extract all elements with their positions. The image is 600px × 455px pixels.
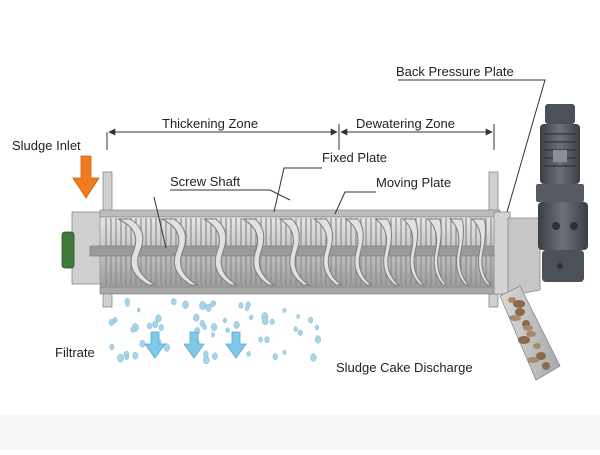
water-drop [272,353,278,361]
water-drop [132,351,139,360]
water-drop [203,355,210,365]
screw-flight [203,218,239,286]
screw-flight [117,218,156,286]
sludge-cake-chunk [526,331,536,337]
water-drop [244,305,250,312]
filtrate-arrow-1 [144,331,166,359]
water-drop [117,353,124,363]
water-drop [124,354,129,361]
water-drop [163,343,170,352]
water-drop [108,318,115,326]
sludge-inlet-arrow [72,155,100,199]
water-drop [297,329,303,336]
water-drop [261,316,269,326]
water-drop [139,340,146,348]
screw-flight [161,218,200,286]
sludge-cake-chunk [513,300,525,308]
filtrate-arrow-3 [225,331,247,359]
discharge-chute [499,285,561,381]
water-drop [210,300,215,308]
water-drop [233,320,240,329]
water-drop [269,318,275,325]
water-drop [249,314,254,321]
sludge-cake-chunk [536,352,546,360]
water-drop [130,326,136,333]
screw-flight [344,218,373,286]
water-drop [238,302,244,309]
sludge-cake-chunk [523,325,533,331]
sludge-cake-chunk [508,297,516,303]
water-drop [308,316,314,324]
inlet-flange [61,231,75,269]
fixed-plate-leader [273,167,322,213]
water-drop [222,317,227,324]
sludge-cake-discharge-label: Sludge Cake Discharge [336,360,473,375]
water-drop [211,352,218,360]
back-pressure-leader [398,79,546,213]
screw-flight [448,218,470,286]
screw-flight [242,218,276,286]
water-drop [310,353,317,362]
moving-plate-leader [334,191,376,215]
water-drop [158,324,164,331]
screw-shaft-label: Screw Shaft [170,174,240,189]
water-drop [314,324,320,331]
filtrate-arrow-2 [183,331,205,359]
water-drop [155,314,162,323]
screw-flight [374,218,401,286]
sludge-cake-chunk [509,315,521,321]
water-drop [125,301,130,307]
filtrate-drops [108,297,322,365]
water-drop [152,320,159,329]
filtrate-arrows [144,331,247,359]
water-drop [258,336,263,343]
sludge-cake-chunk [515,308,525,316]
sludge-cake-chunk [518,336,530,344]
water-drop [199,301,206,310]
screw-drum [61,209,541,297]
water-drop [193,313,200,322]
water-drop [147,322,153,330]
water-drop [293,326,298,332]
moving-plate-label: Moving Plate [376,175,451,190]
sludge-cake-chunk [542,362,550,370]
filtrate-label: Filtrate [55,345,95,360]
water-drop [282,349,287,355]
zone-dimension [106,124,495,150]
water-drop [225,327,230,333]
water-drop [136,307,141,313]
water-drop [109,343,115,351]
water-drop [314,335,322,344]
sludge-cake-chunk [527,357,539,363]
drive-motor [536,104,588,282]
thickening-zone-label: Thickening Zone [162,116,258,131]
water-drop [182,300,189,309]
water-drop [210,323,218,332]
water-drop [211,332,215,338]
screw-shaft-leader [170,189,291,201]
water-drop [205,303,212,312]
sludge-cake-chunk [533,343,541,349]
screw-flight [277,218,311,286]
water-drop [296,314,300,319]
water-drop [171,298,177,306]
screw-flight [401,218,426,286]
sludge-inlet-label: Sludge Inlet [12,138,81,153]
water-drop [246,351,251,357]
leader-lines [153,79,546,249]
dewatering-zone-label: Dewatering Zone [356,116,455,131]
screw-flight [312,218,343,286]
back-pressure-plate-label: Back Pressure Plate [396,64,514,79]
water-drop [282,308,287,313]
fixed-plate-label: Fixed Plate [322,150,387,165]
screw-flight [470,218,492,286]
water-drop [199,319,205,327]
water-drop [264,336,270,344]
screw-flight [426,218,448,286]
